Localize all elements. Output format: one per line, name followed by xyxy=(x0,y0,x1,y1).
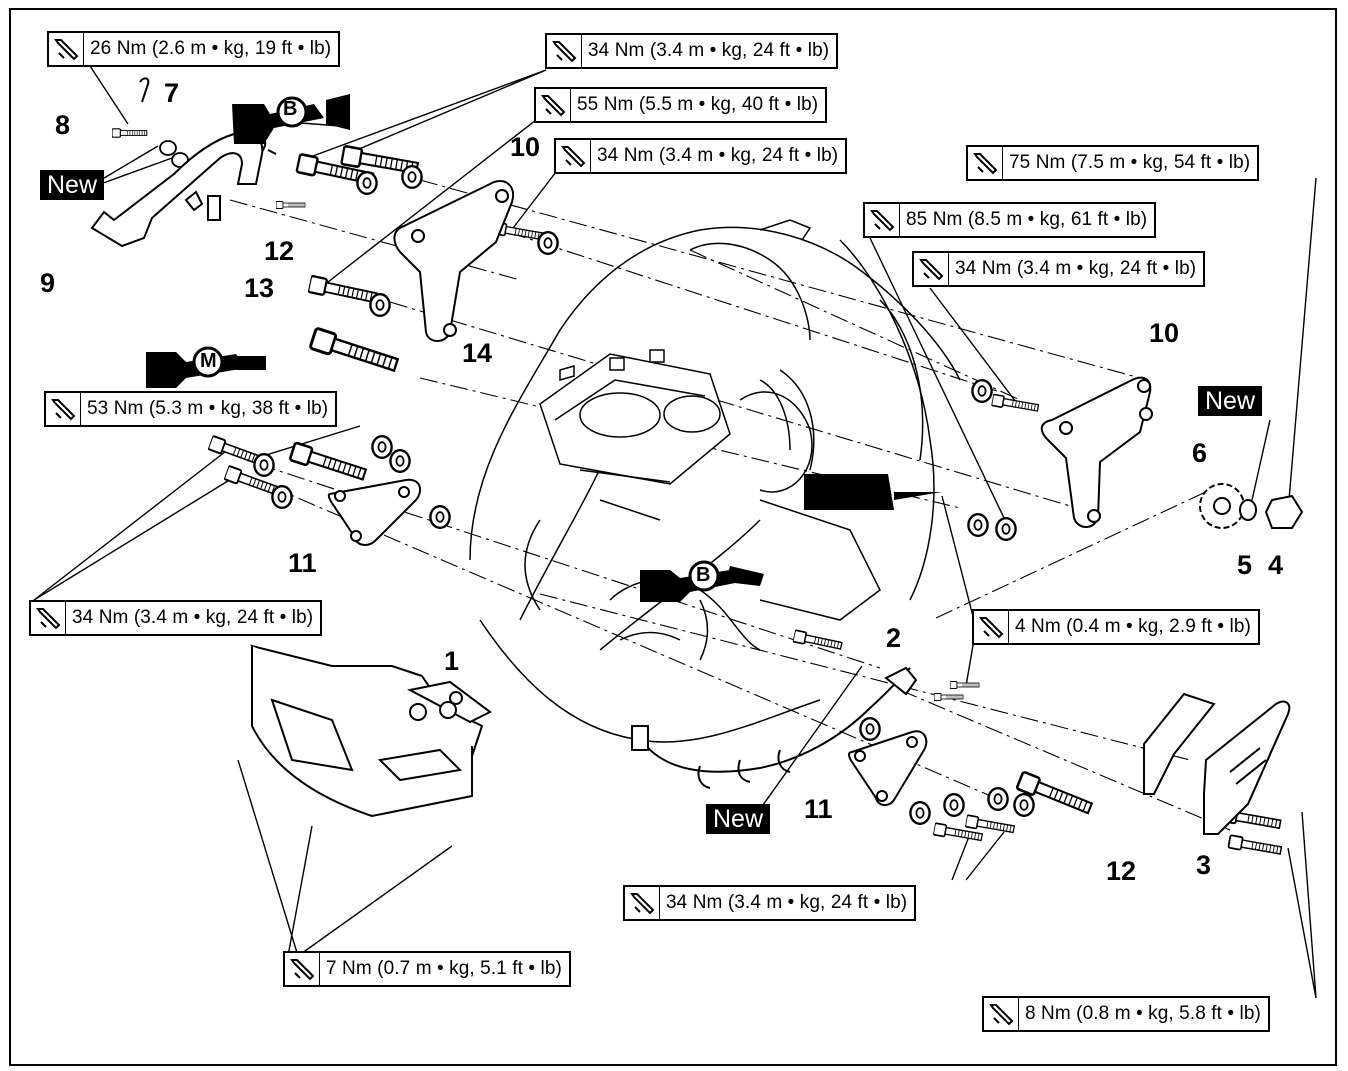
torque-spec-text: 75 Nm (7.5 m • kg, 54 ft • lb) xyxy=(1009,152,1251,173)
torque-spec-bracket-bolt-34: 34 Nm (3.4 m • kg, 24 ft • lb) xyxy=(554,138,848,174)
new-part-tag: New xyxy=(706,804,771,834)
engine-bracket-lower-right xyxy=(848,730,928,806)
sealant-tube-icon xyxy=(804,474,942,510)
callout-13: 13 xyxy=(244,273,275,303)
torque-spec-engine-mount-bolt: 53 Nm (5.3 m • kg, 38 ft • lb) xyxy=(44,391,338,427)
sensor-wire-part xyxy=(631,666,918,789)
torque-spec-pivot-nut: 85 Nm (8.5 m • kg, 61 ft • lb) xyxy=(863,202,1157,238)
engine-bracket-upper-right xyxy=(1040,376,1153,528)
torque-spec-lower-left-bracket-bolt: 34 Nm (3.4 m • kg, 24 ft • lb) xyxy=(29,600,323,636)
torque-wrench-icon xyxy=(46,393,81,425)
callout-2: 2 xyxy=(886,623,902,653)
callout-10: 10 xyxy=(510,132,541,162)
torque-spec-text: 55 Nm (5.5 m • kg, 40 ft • lb) xyxy=(577,94,819,115)
torque-spec-text: 34 Nm (3.4 m • kg, 24 ft • lb) xyxy=(955,258,1197,279)
grease-symbol-b: B xyxy=(283,98,298,120)
callout-11: 11 xyxy=(288,548,317,578)
brake-pedal-part xyxy=(90,132,264,248)
torque-spec-text: 8 Nm (0.8 m • kg, 5.8 ft • lb) xyxy=(1025,1003,1261,1024)
callout-1: 1 xyxy=(444,646,460,676)
torque-wrench-icon xyxy=(914,253,949,285)
torque-spec-text: 26 Nm (2.6 m • kg, 19 ft • lb) xyxy=(90,38,332,59)
torque-spec-text: 4 Nm (0.4 m • kg, 2.9 ft • lb) xyxy=(1015,616,1251,637)
torque-wrench-icon xyxy=(968,147,1003,179)
engine-guard-part xyxy=(250,644,492,818)
callout-12: 12 xyxy=(1106,856,1137,886)
torque-wrench-icon xyxy=(536,89,571,121)
grease-gun-icon xyxy=(232,94,350,144)
torque-spec-text: 53 Nm (5.3 m • kg, 38 ft • lb) xyxy=(87,398,329,419)
torque-wrench-icon xyxy=(974,611,1009,643)
torque-spec-chain-guard-bolt: 8 Nm (0.8 m • kg, 5.8 ft • lb) xyxy=(982,996,1270,1032)
callout-4: 4 xyxy=(1268,550,1284,580)
callout-9: 9 xyxy=(40,268,56,298)
torque-spec-bracket-bolt-55: 55 Nm (5.5 m • kg, 40 ft • lb) xyxy=(534,87,828,123)
torque-spec-text: 85 Nm (8.5 m • kg, 61 ft • lb) xyxy=(906,209,1148,230)
torque-spec-upper-bracket-bolt: 34 Nm (3.4 m • kg, 24 ft • lb) xyxy=(545,33,839,69)
callout-14: 14 xyxy=(462,338,493,368)
diagram-frame xyxy=(9,8,1337,1066)
callout-3: 3 xyxy=(1196,850,1212,880)
torque-spec-pedal-bolt: 26 Nm (2.6 m • kg, 19 ft • lb) xyxy=(47,31,341,67)
sprocket-nut-parts xyxy=(1199,483,1304,529)
chain-guard-part xyxy=(1143,692,1291,835)
torque-wrench-icon xyxy=(31,602,66,634)
torque-wrench-icon xyxy=(547,35,582,67)
torque-spec-sensor-bolt: 4 Nm (0.4 m • kg, 2.9 ft • lb) xyxy=(972,609,1260,645)
torque-spec-text: 34 Nm (3.4 m • kg, 24 ft • lb) xyxy=(597,145,839,166)
molybdenum-disulfide-oil-icon xyxy=(146,346,266,388)
callout-11: 11 xyxy=(804,794,833,824)
torque-spec-text: 7 Nm (0.7 m • kg, 5.1 ft • lb) xyxy=(326,958,562,979)
callout-6: 6 xyxy=(1192,438,1208,468)
engine-frame-outline xyxy=(469,219,961,743)
grease-gun-icon xyxy=(640,560,764,602)
torque-wrench-icon xyxy=(49,33,84,65)
torque-wrench-icon xyxy=(625,887,660,919)
torque-wrench-icon xyxy=(285,953,320,985)
molybdenum-symbol-m: M xyxy=(200,350,217,372)
callout-7: 7 xyxy=(164,78,180,108)
engine-bracket-upper-left xyxy=(393,180,514,342)
callout-5: 5 xyxy=(1237,550,1253,580)
new-part-tag: New xyxy=(1198,386,1263,416)
torque-wrench-icon xyxy=(556,140,591,172)
torque-wrench-icon xyxy=(865,204,900,236)
torque-spec-guard-bolt: 7 Nm (0.7 m • kg, 5.1 ft • lb) xyxy=(283,951,571,987)
torque-spec-lower-right-bracket-bolt: 34 Nm (3.4 m • kg, 24 ft • lb) xyxy=(623,885,917,921)
torque-spec-text: 34 Nm (3.4 m • kg, 24 ft • lb) xyxy=(666,892,908,913)
callout-8: 8 xyxy=(55,110,71,140)
torque-spec-text: 34 Nm (3.4 m • kg, 24 ft • lb) xyxy=(72,607,314,628)
torque-spec-sprocket-nut: 75 Nm (7.5 m • kg, 54 ft • lb) xyxy=(966,145,1260,181)
grease-symbol-b: B xyxy=(696,564,711,586)
engine-bracket-lower-left xyxy=(327,478,422,546)
new-part-tag: New xyxy=(40,170,105,200)
torque-wrench-icon xyxy=(984,998,1019,1030)
callout-10: 10 xyxy=(1149,318,1180,348)
torque-spec-right-bracket-bolt: 34 Nm (3.4 m • kg, 24 ft • lb) xyxy=(912,251,1206,287)
callout-12: 12 xyxy=(264,236,295,266)
torque-spec-text: 34 Nm (3.4 m • kg, 24 ft • lb) xyxy=(588,40,830,61)
